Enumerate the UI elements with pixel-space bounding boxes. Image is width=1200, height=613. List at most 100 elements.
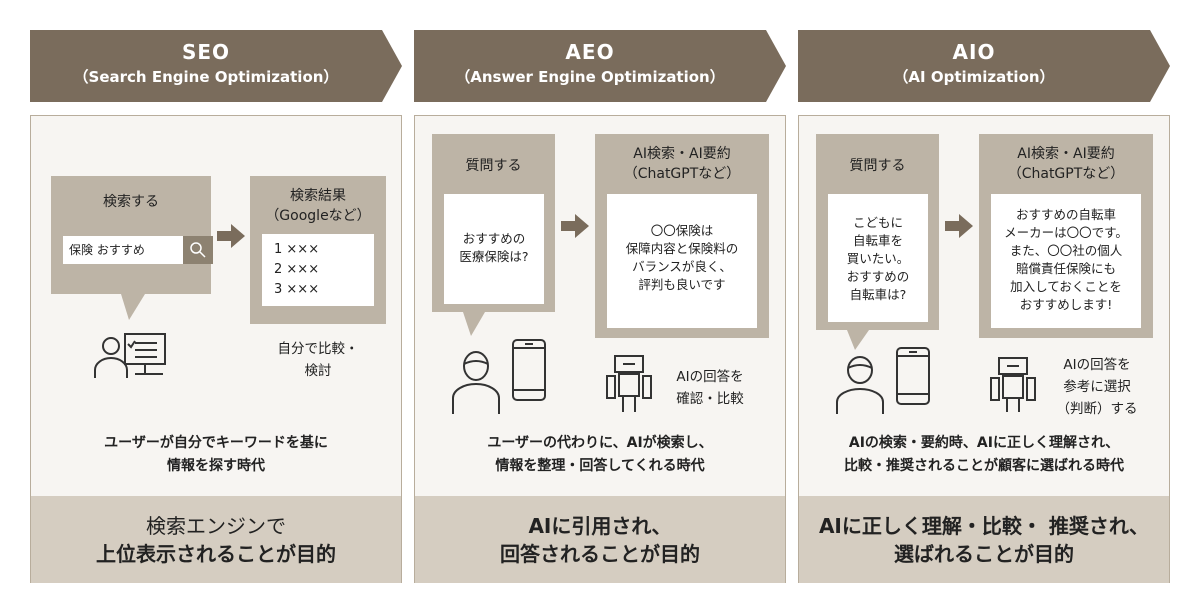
robot-note-line: 参考に選択 <box>1063 379 1131 395</box>
answer-line: メーカーは〇〇です。 <box>1004 225 1128 240</box>
aeo-banner: AEO （Answer Engine Optimization） <box>414 30 786 102</box>
question-line: 買いたい。 <box>846 251 910 266</box>
question-card-label: 質問する <box>849 158 906 174</box>
answer-line: おすすめの自転車 <box>1015 207 1116 222</box>
result-item: 3 ××× <box>274 282 320 297</box>
seo-panel: 検索する 保険 おすすめ 検索結果 （Googleなど） <box>30 115 402 583</box>
compare-note-line: 自分で比較・ <box>277 341 359 357</box>
aio-title: AIO <box>952 40 996 64</box>
aeo-subtitle: （Answer Engine Optimization） <box>455 68 725 86</box>
aeo-goal: AIに引用され、 回答されることが目的 <box>415 496 785 583</box>
aio-goal: AIに正しく理解・比較・ 推奨され、 選ばれることが目的 <box>799 496 1169 583</box>
speech-tail-icon <box>847 330 869 350</box>
answer-line: バランスが良く、 <box>632 259 732 274</box>
aeo-column: AEO （Answer Engine Optimization） 質問する おす… <box>414 0 786 613</box>
robot-icon <box>990 357 1036 412</box>
user-at-computer-icon <box>94 333 166 378</box>
aeo-description: ユーザーの代わりに、AIが検索し、 情報を整理・回答してくれる時代 <box>415 432 785 478</box>
aio-description-line: 比較・推奨されることが顧客に選ばれる時代 <box>844 458 1124 474</box>
search-icon <box>183 236 213 264</box>
ai-card-label: AI検索・AI要約 <box>633 146 731 162</box>
robot-note: AIの回答を 参考に選択 （判断）する <box>1045 354 1149 420</box>
seo-banner: SEO （Search Engine Optimization） <box>30 30 402 102</box>
aio-banner-arrow-shape <box>798 30 1170 102</box>
seo-goal-line: 上位表示されることが目的 <box>96 542 336 566</box>
seo-description-line: 情報を探す時代 <box>167 458 265 474</box>
ai-card-sublabel: （ChatGPTなど） <box>1007 166 1125 182</box>
aeo-goal-line: AIに引用され、 <box>528 514 672 538</box>
results-card-label: 検索結果 <box>290 188 346 204</box>
ai-answer-box: 〇〇保険は 保障内容と保険料の バランスが良く、 評判も良いです <box>607 194 757 328</box>
question-box: こどもに 自転車を 買いたい。 おすすめの 自転車は? <box>828 194 928 322</box>
results-card-sublabel: （Googleなど） <box>265 208 371 224</box>
ai-answer-box: おすすめの自転車 メーカーは〇〇です。 また、〇〇社の個人 賠償責任保険にも 加… <box>991 194 1141 328</box>
aio-goal-line: AIに正しく理解・比較・ 推奨され、 <box>818 514 1150 538</box>
question-line: 自転車を <box>852 233 903 248</box>
seo-description-line: ユーザーが自分でキーワードを基に <box>104 435 328 451</box>
aeo-banner-arrow-shape <box>414 30 786 102</box>
person-icon <box>452 351 500 414</box>
compare-note: 自分で比較・ 検討 <box>250 338 386 382</box>
search-card-label: 検索する <box>103 194 159 210</box>
smartphone-icon <box>896 347 930 405</box>
ai-card-sublabel: （ChatGPTなど） <box>623 166 741 182</box>
question-box: おすすめの 医療保険は? <box>444 194 544 304</box>
speech-tail-icon <box>121 294 145 320</box>
question-line: 自転車は? <box>849 287 907 302</box>
answer-line: 評判も良いです <box>638 277 726 292</box>
robot-note-line: （判断）する <box>1056 401 1138 417</box>
search-bar: 保険 おすすめ <box>63 236 213 264</box>
robot-note-line: AIの回答を <box>1063 357 1131 373</box>
seo-goal: 検索エンジンで 上位表示されることが目的 <box>31 496 401 583</box>
results-list: 1 ××× 2 ××× 3 ××× <box>262 234 374 306</box>
question-line: おすすめの <box>846 269 910 284</box>
aeo-title: AEO <box>565 40 615 64</box>
robot-note: AIの回答を 確認・比較 <box>665 366 755 410</box>
seo-title: SEO <box>181 40 231 64</box>
question-line: こどもに <box>852 215 903 230</box>
robot-note-line: 確認・比較 <box>676 391 744 407</box>
robot-note-line: AIの回答を <box>676 369 744 385</box>
aeo-description-line: 情報を整理・回答してくれる時代 <box>495 458 705 474</box>
answer-line: 保障内容と保険料の <box>625 241 739 256</box>
search-card: 検索する 保険 おすすめ <box>51 176 213 294</box>
aio-banner: AIO （AI Optimization） <box>798 30 1170 102</box>
smartphone-icon <box>512 339 546 401</box>
question-card: 質問する こどもに 自転車を 買いたい。 おすすめの 自転車は? <box>816 134 939 330</box>
ai-answer-card: AI検索・AI要約 （ChatGPTなど） 〇〇保険は 保障内容と保険料の バラ… <box>595 134 769 338</box>
seo-subtitle: （Search Engine Optimization） <box>73 68 339 86</box>
answer-line: おすすめします! <box>1019 297 1113 312</box>
aio-description-line: AIの検索・要約時、AIに正しく理解され、 <box>848 435 1120 451</box>
answer-line: 〇〇保険は <box>650 223 714 238</box>
result-item: 2 ××× <box>274 262 320 277</box>
question-line: おすすめの <box>462 231 526 246</box>
question-line: 医療保険は? <box>459 249 529 264</box>
search-input: 保険 おすすめ <box>63 236 183 264</box>
right-arrow-icon <box>561 214 589 238</box>
aeo-panel: 質問する おすすめの 医療保険は? AI検索・AI要約 （ChatGPTなど） … <box>414 115 786 583</box>
ai-answer-card: AI検索・AI要約 （ChatGPTなど） おすすめの自転車 メーカーは〇〇です… <box>979 134 1153 338</box>
seo-column: SEO （Search Engine Optimization） 検索する 保険… <box>30 0 402 613</box>
seo-description: ユーザーが自分でキーワードを基に 情報を探す時代 <box>31 432 401 478</box>
compare-note-line: 検討 <box>304 363 332 379</box>
aio-column: AIO （AI Optimization） 質問する こどもに 自転車を 買いた… <box>798 0 1170 613</box>
question-card-label: 質問する <box>465 158 522 174</box>
aio-subtitle: （AI Optimization） <box>893 68 1055 86</box>
answer-line: 加入しておくことを <box>1010 279 1122 294</box>
results-card: 検索結果 （Googleなど） 1 ××× 2 ××× 3 ××× <box>250 176 386 324</box>
person-icon <box>836 356 884 414</box>
question-card: 質問する おすすめの 医療保険は? <box>432 134 555 312</box>
seo-goal-line: 検索エンジンで <box>146 514 286 538</box>
answer-line: また、〇〇社の個人 <box>1009 243 1123 258</box>
aeo-goal-line: 回答されることが目的 <box>500 542 700 566</box>
ai-card-label: AI検索・AI要約 <box>1017 146 1115 162</box>
answer-line: 賠償責任保険にも <box>1015 261 1116 276</box>
aio-goal-line: 選ばれることが目的 <box>894 542 1074 566</box>
result-item: 1 ××× <box>274 242 320 257</box>
robot-icon <box>606 355 652 412</box>
aio-panel: 質問する こどもに 自転車を 買いたい。 おすすめの 自転車は? AI検索・AI… <box>798 115 1170 583</box>
seo-banner-arrow-shape <box>30 30 402 102</box>
right-arrow-icon <box>217 224 245 248</box>
aeo-description-line: ユーザーの代わりに、AIが検索し、 <box>487 435 713 451</box>
speech-tail-icon <box>463 312 485 336</box>
